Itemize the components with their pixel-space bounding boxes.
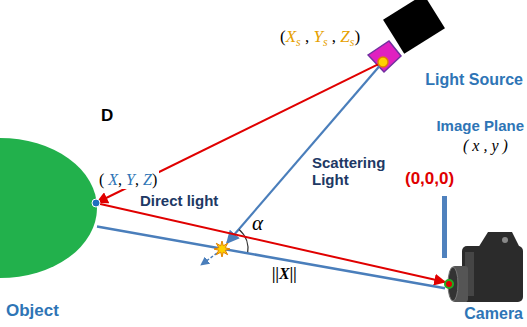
glyph: Z [340,27,349,46]
glyph: s [323,35,328,49]
light-source: Light Source [378,0,525,92]
node-label: Object [6,301,59,321]
glyph [328,27,332,46]
shutter-button [502,237,508,243]
glyph [336,27,340,46]
glyph: X [108,171,118,188]
glyph: ( [99,171,104,188]
glyph: ) [152,171,157,188]
camera-top [478,232,520,248]
ray-label: Direct light [138,192,220,209]
object-body [0,138,97,278]
glyph [301,27,305,46]
glyph [309,27,313,46]
ray-label: D [99,106,115,126]
angle-arc [239,229,248,253]
node-label: Light Source [425,71,523,89]
annotation: (Xs , Ys , Zs) [280,27,360,50]
glyph: s [296,35,301,49]
camera-center [445,280,453,288]
glyph [122,171,126,188]
glyph [104,171,108,188]
object-shape: Object [0,138,97,324]
glyph: Z [143,171,152,188]
annotation: ( X, Y, Z) [97,171,159,189]
light-point [378,57,388,67]
glyph: ( [280,27,286,46]
glyph: , [332,27,336,46]
scattered-ray [201,253,217,265]
camera-body [462,246,523,302]
light-ray [97,227,445,289]
glyph: Y [313,27,322,46]
glyph: , [118,171,122,188]
ray-label: ||X|| [270,265,299,283]
glyph: ) [354,27,360,46]
glyph [139,171,143,188]
glyph: s [350,35,355,49]
object-outline [0,138,97,324]
annotation: α [252,211,263,235]
annotation: ( x , y ) [463,137,508,155]
annotation: (0,0,0) [405,169,454,189]
annotation: Image Plane [436,117,524,134]
image-plane [442,196,447,258]
glyph: X [286,27,296,46]
scattering-ray [227,62,383,243]
camera: Camera [445,195,525,325]
glyph: Y [126,171,135,188]
annotation: Scattering Light [312,154,394,189]
node-label: Camera [464,305,523,323]
glyph: , [135,171,139,188]
lens-front [448,267,458,301]
glyph: , [305,27,309,46]
